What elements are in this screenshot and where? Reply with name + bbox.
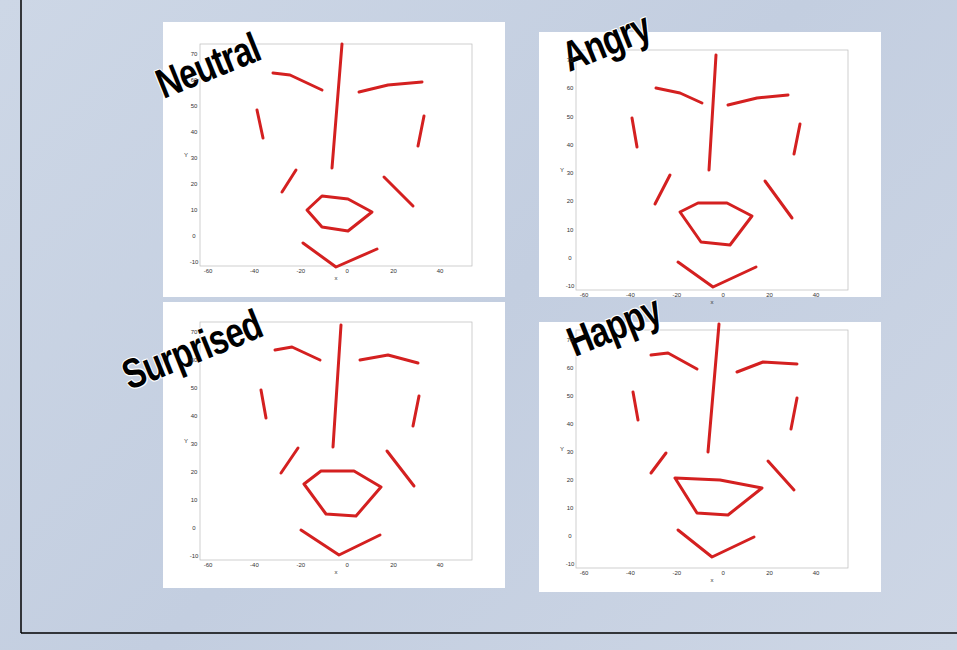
- x-tick-label: -40: [626, 570, 635, 576]
- y-tick-label: 60: [191, 77, 198, 83]
- x-tick-label: 20: [390, 268, 397, 274]
- y-tick-label: 10: [191, 497, 198, 503]
- y-tick-label: 50: [567, 114, 574, 120]
- y-tick-label: 40: [567, 421, 574, 427]
- y-tick-label: 70: [567, 57, 574, 63]
- y-tick-label: 0: [192, 233, 195, 239]
- y-tick-label: 70: [191, 329, 198, 335]
- x-tick-label: 20: [766, 570, 773, 576]
- y-tick-label: 20: [567, 477, 574, 483]
- x-tick-label: -20: [296, 562, 305, 568]
- x-tick-label: -40: [250, 268, 259, 274]
- y-tick-label: 0: [192, 525, 195, 531]
- y-axis-label: Y: [184, 152, 188, 158]
- y-tick-label: 50: [567, 393, 574, 399]
- y-tick-label: -10: [190, 259, 199, 265]
- y-tick-label: 30: [567, 170, 574, 176]
- y-tick-label: 30: [191, 441, 198, 447]
- y-tick-label: 10: [567, 505, 574, 511]
- x-tick-label: 20: [390, 562, 397, 568]
- y-tick-label: 20: [191, 469, 198, 475]
- x-tick-label: 40: [813, 292, 820, 298]
- y-tick-label: 20: [191, 181, 198, 187]
- x-tick-label: 40: [437, 268, 444, 274]
- y-tick-label: -10: [190, 553, 199, 559]
- y-tick-label: -10: [566, 283, 575, 289]
- y-tick-label: 0: [568, 255, 571, 261]
- x-tick-label: -20: [296, 268, 305, 274]
- x-tick-label: -60: [580, 292, 589, 298]
- x-tick-label: 0: [346, 562, 349, 568]
- y-tick-label: 40: [191, 413, 198, 419]
- x-tick-label: -20: [672, 292, 681, 298]
- y-tick-label: 60: [567, 365, 574, 371]
- y-tick-label: 50: [191, 103, 198, 109]
- y-tick-label: 10: [191, 207, 198, 213]
- x-tick-label: -60: [580, 570, 589, 576]
- x-axis-label: x: [335, 569, 338, 575]
- y-axis-label: Y: [560, 446, 564, 452]
- y-tick-label: 50: [191, 385, 198, 391]
- x-tick-label: -20: [672, 570, 681, 576]
- x-axis-label: x: [711, 299, 714, 305]
- y-tick-label: 30: [567, 449, 574, 455]
- x-tick-label: -60: [204, 268, 213, 274]
- x-tick-label: 0: [722, 570, 725, 576]
- x-tick-label: 0: [722, 292, 725, 298]
- y-tick-label: 10: [567, 227, 574, 233]
- x-tick-label: -60: [204, 562, 213, 568]
- y-axis-label: Y: [560, 167, 564, 173]
- x-tick-label: 40: [813, 570, 820, 576]
- x-tick-label: 40: [437, 562, 444, 568]
- y-tick-label: -10: [566, 561, 575, 567]
- y-tick-label: 60: [567, 85, 574, 91]
- y-tick-label: 20: [567, 198, 574, 204]
- y-axis-label: Y: [184, 438, 188, 444]
- y-tick-label: 60: [191, 357, 198, 363]
- x-tick-label: 20: [766, 292, 773, 298]
- y-tick-label: 40: [567, 142, 574, 148]
- y-tick-label: 70: [191, 51, 198, 57]
- x-axis-label: x: [335, 275, 338, 281]
- x-axis-label: x: [711, 577, 714, 583]
- y-tick-label: 70: [567, 337, 574, 343]
- x-tick-label: -40: [250, 562, 259, 568]
- y-tick-label: 40: [191, 129, 198, 135]
- y-tick-label: 30: [191, 155, 198, 161]
- x-tick-label: 0: [346, 268, 349, 274]
- y-tick-label: 0: [568, 533, 571, 539]
